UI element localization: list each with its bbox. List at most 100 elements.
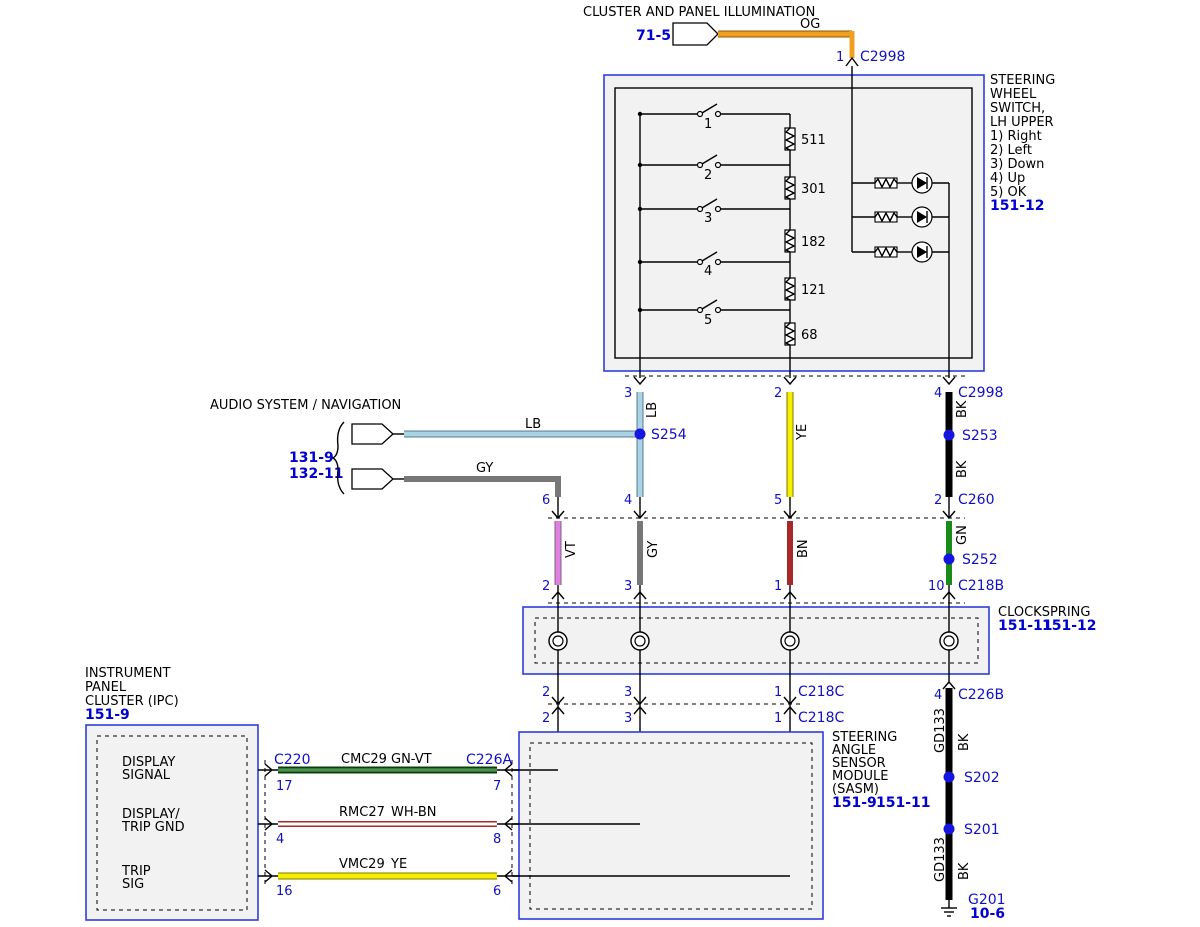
svg-text:MODULE: MODULE — [832, 769, 888, 784]
resistor-121: 121 — [801, 283, 826, 298]
ipc-ref[interactable]: 151-9 — [85, 707, 130, 723]
svg-text:DISPLAY/: DISPLAY/ — [122, 807, 180, 822]
c260-pin-4: 4 — [624, 493, 632, 508]
lb-vertical-label: LB — [645, 402, 660, 418]
vmc29-color: YE — [390, 857, 407, 872]
swc-switch-label: 5 — [704, 313, 712, 328]
illumination-connector-shape — [672, 22, 719, 46]
audio-brace — [331, 421, 345, 495]
ipc-title: INSTRUMENT PANEL CLUSTER (IPC) — [85, 666, 179, 709]
led-section — [851, 66, 950, 378]
s201-label: S201 — [964, 822, 1000, 838]
audio-label: AUDIO SYSTEM / NAVIGATION — [210, 398, 401, 413]
c218b-pin-2: 2 — [542, 579, 550, 594]
c260-pin-2: 2 — [934, 493, 942, 508]
gy-wire-audio — [404, 476, 561, 497]
rmc27-color: WH-BN — [391, 805, 437, 820]
c220-pin-16: 16 — [276, 884, 293, 899]
swc-switch-5: 5 — [637, 299, 790, 328]
svg-text:SENSOR: SENSOR — [832, 756, 886, 771]
gd133-label-1: GD133 — [933, 708, 948, 753]
c2998-label: C2998 — [958, 385, 1003, 401]
svg-text:LH UPPER: LH UPPER — [990, 115, 1054, 130]
clockspring-ref-2[interactable]: 151-12 — [1042, 618, 1097, 634]
audio-lb-label: LB — [525, 417, 541, 432]
s254-splice — [634, 428, 646, 440]
svg-text:4) Up: 4) Up — [990, 171, 1025, 186]
sasm-internal-wires — [512, 769, 790, 877]
s253-splice — [943, 429, 955, 441]
c218c-upper-pin-2: 2 — [542, 685, 550, 700]
svg-text:DISPLAY: DISPLAY — [122, 755, 175, 770]
audio-ref-1[interactable]: 131-9 — [289, 450, 334, 466]
c218b-label: C218B — [958, 578, 1004, 594]
led-row-2 — [852, 206, 949, 228]
svg-text:WHEEL: WHEEL — [990, 87, 1037, 102]
gd133-label-2: GD133 — [933, 837, 948, 882]
c226a-pin-6: 6 — [493, 884, 501, 899]
c218b-pin-1: 1 — [774, 579, 782, 594]
svg-text:STEERING: STEERING — [990, 73, 1055, 88]
audio-connector-lb — [351, 423, 394, 445]
svg-text:PANEL: PANEL — [85, 680, 127, 695]
vt-label: VT — [564, 541, 579, 558]
cmc29-circuit: CMC29 — [341, 752, 387, 767]
svg-text:TRIP GND: TRIP GND — [121, 820, 185, 835]
swc-switch-label: 1 — [704, 117, 712, 132]
svg-text:2) Left: 2) Left — [990, 143, 1032, 158]
swc-switch-label: 4 — [704, 264, 712, 279]
sasm-ref-1[interactable]: 151-9 — [832, 795, 877, 811]
ground-bk-label-1: BK — [957, 733, 972, 751]
c218c-lower-label: C218C — [798, 710, 844, 726]
s202-label: S202 — [964, 770, 1000, 786]
c260-label: C260 — [958, 492, 995, 508]
svg-text:SIGNAL: SIGNAL — [122, 768, 171, 783]
ground-bk-label-2: BK — [957, 862, 972, 880]
clockspring-ref-1[interactable]: 151-11 — [998, 618, 1053, 634]
c2998-pin-4: 4 — [934, 386, 942, 401]
svg-text:ANGLE: ANGLE — [832, 743, 876, 758]
bn-label: BN — [796, 539, 811, 558]
c226a-label: C226A — [466, 752, 512, 768]
c226a-pin-8: 8 — [493, 832, 501, 847]
swc-switch-2: 2 — [637, 154, 790, 183]
s201-splice — [943, 823, 955, 835]
c218c-lower-pin-1: 1 — [774, 711, 782, 726]
illumination-ref[interactable]: 71-5 — [636, 28, 671, 44]
sasm-title: STEERING ANGLE SENSOR MODULE (SASM) — [832, 730, 897, 797]
gy-label: GY — [646, 541, 661, 558]
c2998-pin-1: 1 — [836, 50, 844, 65]
swc-switch-3: 3 — [637, 198, 790, 226]
pin-arrow — [845, 56, 859, 67]
svg-text:1) Right: 1) Right — [990, 129, 1042, 144]
vmc29-circuit: VMC29 — [339, 857, 385, 872]
audio-ref-2[interactable]: 132-11 — [289, 466, 344, 482]
clockspring-inner-dashed — [534, 617, 979, 664]
audio-connector-gy — [351, 468, 394, 490]
resistor-511: 511 — [801, 133, 826, 148]
clockspring-label: CLOCKSPRING — [998, 605, 1090, 620]
swc-switch-label: 3 — [704, 211, 712, 226]
svg-text:CLUSTER (IPC): CLUSTER (IPC) — [85, 694, 179, 709]
svg-text:(SASM): (SASM) — [832, 782, 879, 797]
c260-pin-5: 5 — [774, 493, 782, 508]
swc-switch-label: 2 — [704, 168, 712, 183]
sasm-ref-2[interactable]: 151-11 — [876, 795, 931, 811]
ye-vertical-label: YE — [795, 424, 810, 441]
gn-label: GN — [955, 525, 970, 545]
c218c-lower-pin-3: 3 — [624, 711, 632, 726]
swc-ref[interactable]: 151-12 — [990, 198, 1045, 214]
bk-vertical-label-2: BK — [955, 460, 970, 478]
g201-label: G201 — [968, 892, 1006, 908]
c226b-pin-4: 4 — [934, 688, 942, 703]
ipc-signal-labels: DISPLAY SIGNAL DISPLAY/ TRIP GND TRIP SI… — [121, 755, 185, 892]
c218b-pin-10: 10 — [928, 579, 945, 594]
ground-ref[interactable]: 10-6 — [970, 906, 1005, 922]
og-label: OG — [800, 17, 820, 32]
c218c-upper-pin-3: 3 — [624, 685, 632, 700]
led-row-1 — [852, 172, 949, 194]
c218b-arrows — [551, 585, 956, 604]
s252-label: S252 — [962, 552, 998, 568]
svg-text:3) Down: 3) Down — [990, 157, 1044, 172]
